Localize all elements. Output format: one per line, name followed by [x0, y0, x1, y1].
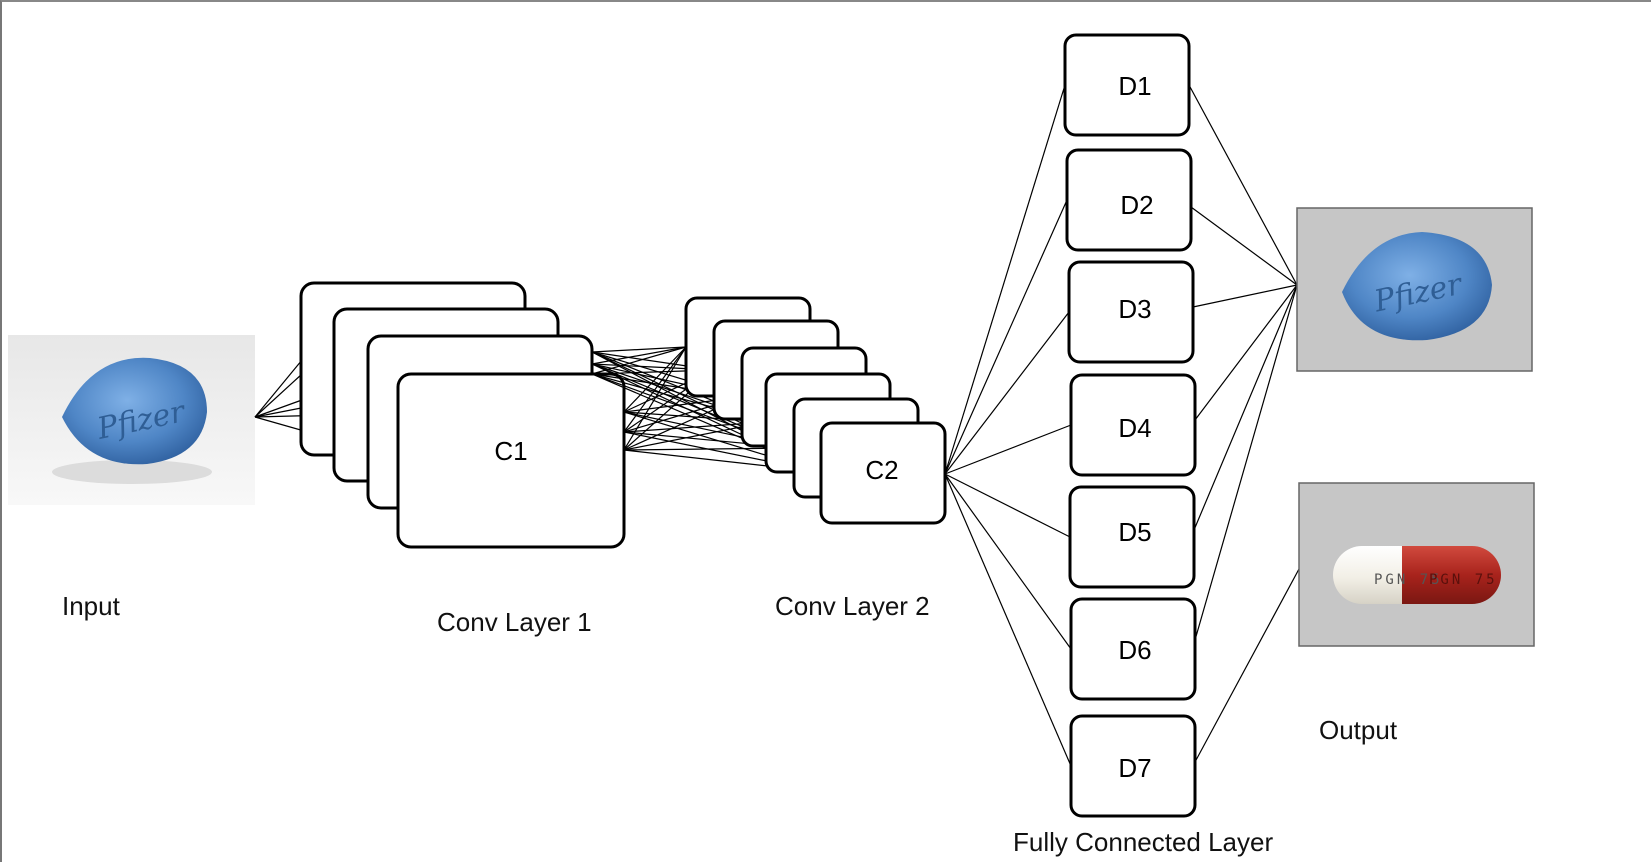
connection-line: [1194, 284, 1298, 641]
svg-text:D3: D3: [1118, 294, 1151, 324]
dense-node-d4: D4: [1069, 373, 1197, 477]
connection-line: [591, 346, 687, 375]
svg-text:D7: D7: [1118, 753, 1151, 783]
output-image-tablet: Pfizer: [1296, 207, 1533, 372]
connection-line: [623, 346, 687, 433]
dense-node-d3: D3: [1067, 260, 1195, 364]
connection-line: [944, 424, 1072, 475]
dense-node-d5: D5: [1068, 485, 1196, 589]
svg-text:D2: D2: [1120, 190, 1153, 220]
connection-line: [944, 84, 1066, 475]
svg-text:D4: D4: [1118, 413, 1151, 443]
connection-line: [1194, 284, 1298, 421]
conv2-box-label: C2: [865, 455, 898, 485]
connection-line: [1190, 206, 1298, 286]
blue-pill-shape: [62, 357, 207, 465]
dense-layer: D1 D2 D3 D4 D5 D6 D7: [1063, 33, 1197, 818]
dense-node-d2: D2: [1065, 148, 1193, 252]
connection-line: [944, 473, 1072, 767]
svg-text:D1: D1: [1118, 71, 1151, 101]
input-image: Pfizer: [8, 335, 255, 505]
conv-layer-2-label: Conv Layer 2: [775, 591, 930, 621]
conv2-to-dense-connections: [944, 84, 1072, 767]
capsule-white-imprint: PGN 75: [1374, 572, 1443, 588]
connection-line: [591, 346, 687, 365]
output-label: Output: [1319, 715, 1398, 745]
connection-line: [591, 346, 687, 353]
connection-line: [944, 199, 1068, 475]
connection-line: [1188, 84, 1298, 286]
conv-layer-1-label: Conv Layer 1: [437, 607, 592, 637]
capsule-red-imprint: PGN 75: [1429, 572, 1498, 588]
connection-line: [1193, 284, 1298, 531]
connection-line: [944, 473, 1072, 650]
svg-text:D6: D6: [1118, 635, 1151, 665]
connection-line: [944, 311, 1070, 475]
svg-text:D5: D5: [1118, 517, 1151, 547]
input-label: Input: [62, 591, 120, 621]
connection-line: [944, 473, 1071, 538]
dense-node-d7: D7: [1069, 714, 1197, 818]
connection-line: [1192, 284, 1298, 308]
dense-node-d6: D6: [1069, 597, 1197, 701]
connection-line: [1194, 568, 1300, 763]
conv-layer-2-stack: C2: [684, 296, 947, 525]
conv1-box-label: C1: [494, 436, 527, 466]
dense-node-d1: D1: [1063, 33, 1191, 137]
conv-layer-1-stack: C1: [299, 281, 626, 549]
output-image-capsule: PGN 75 PGN 75: [1298, 482, 1535, 647]
connection-line: [623, 346, 687, 413]
dense-to-output-connections: [1188, 84, 1300, 763]
conv1-feature-map-c1: [396, 372, 626, 549]
fully-connected-layer-label: Fully Connected Layer: [1013, 827, 1274, 857]
